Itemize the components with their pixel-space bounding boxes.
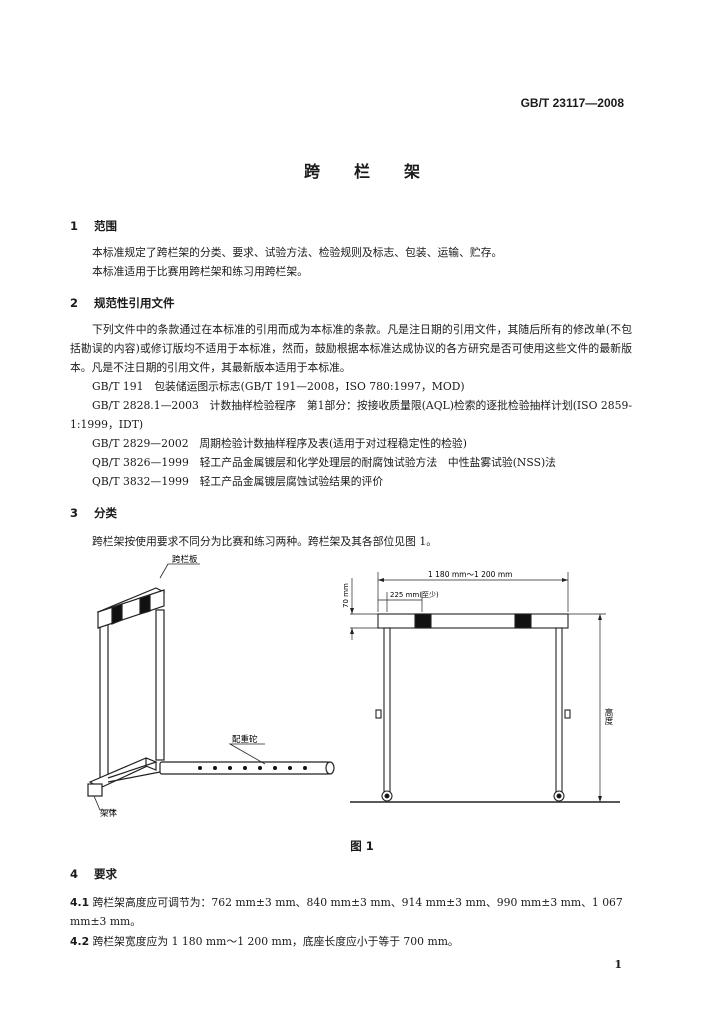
requirement-number: 4.1 xyxy=(70,896,90,909)
width-dimension-label: 1 180 mm～1 200 mm xyxy=(428,570,512,579)
section-number: 1 xyxy=(70,219,79,233)
height-label: 高度 xyxy=(603,707,613,726)
requirement-text: 跨栏架宽度应为 1 180 mm～1 200 mm，底座长度应小于等于 700 … xyxy=(92,935,459,948)
counterweight-label: 配重砣 xyxy=(232,734,258,745)
reference-item: GB/T 191 包装储运图示标志(GB/T 191—2008，ISO 780:… xyxy=(92,380,465,393)
page-number: 1 xyxy=(614,958,622,971)
dimension-arrows xyxy=(350,578,602,802)
leader-lines xyxy=(93,563,266,811)
section-number: 2 xyxy=(70,296,79,310)
hurdle-perspective-drawing xyxy=(87,587,335,797)
reference-item: GB/T 2829—2002 周期检验计数抽样程序及表(适用于对过程稳定性的检验… xyxy=(92,437,467,450)
base-label: 架体 xyxy=(100,808,118,819)
requirement-text: 跨栏架高度应可调节为：762 mm±3 mm、840 mm±3 mm、914 m… xyxy=(70,896,623,928)
section-1-heading: 1 范围 xyxy=(70,218,117,234)
reference-item: QB/T 3832—1999 轻工产品金属镀层腐蚀试验结果的评价 xyxy=(92,475,384,488)
section-4-heading: 4 要求 xyxy=(70,866,117,882)
section-2-heading: 2 规范性引用文件 xyxy=(70,295,175,311)
requirement-4-2: 4.2 跨栏架宽度应为 1 180 mm～1 200 mm，底座长度应小于等于 … xyxy=(70,932,632,951)
section-title: 要求 xyxy=(94,867,117,881)
section-title: 范围 xyxy=(94,219,117,233)
section-title: 分类 xyxy=(94,506,117,520)
scope-paragraph-1: 本标准规定了跨栏架的分类、要求、试验方法、检验规则及标志、包装、运输、贮存。 xyxy=(92,246,503,259)
document-title: 跨栏架 xyxy=(303,162,454,181)
reference-item: QB/T 3826—1999 轻工产品金属镀层和化学处理层的耐腐蚀试验方法 中性… xyxy=(92,456,556,469)
reference-item: GB/T 2828.1—2003 计数抽样检验程序 第1部分：按接收质量限(AQ… xyxy=(70,399,632,431)
offset-dimension-label: 225 mm(至少) xyxy=(390,591,439,599)
hurdle-figure: 跨栏板 配重砣 架体 xyxy=(87,554,620,819)
figure-caption: 图 1 xyxy=(350,839,374,853)
requirement-number: 4.2 xyxy=(70,935,90,948)
requirement-4-1: 4.1 跨栏架高度应可调节为：762 mm±3 mm、840 mm±3 mm、9… xyxy=(70,893,632,931)
normative-intro: 下列文件中的条款通过在本标准的引用而成为本标准的条款。凡是注日期的引用文件，其随… xyxy=(70,323,632,374)
section-title: 规范性引用文件 xyxy=(94,296,175,310)
crossbar-label: 跨栏板 xyxy=(172,554,198,565)
scope-paragraph-2: 本标准适用于比赛用跨栏架和练习用跨栏架。 xyxy=(92,265,308,278)
section-number: 3 xyxy=(70,506,79,520)
hurdle-front-elevation xyxy=(350,613,620,803)
board-height-label: 70 mm xyxy=(342,583,350,608)
standard-code: GB/T 23117—2008 xyxy=(520,96,624,110)
reference-list: GB/T 191 包装储运图示标志(GB/T 191—2008，ISO 780:… xyxy=(70,377,632,491)
section-number: 4 xyxy=(70,867,79,881)
section-3-heading: 3 分类 xyxy=(70,505,117,521)
classification-text: 跨栏架按使用要求不同分为比赛和练习两种。跨栏架及其各部位见图 1。 xyxy=(92,535,438,548)
